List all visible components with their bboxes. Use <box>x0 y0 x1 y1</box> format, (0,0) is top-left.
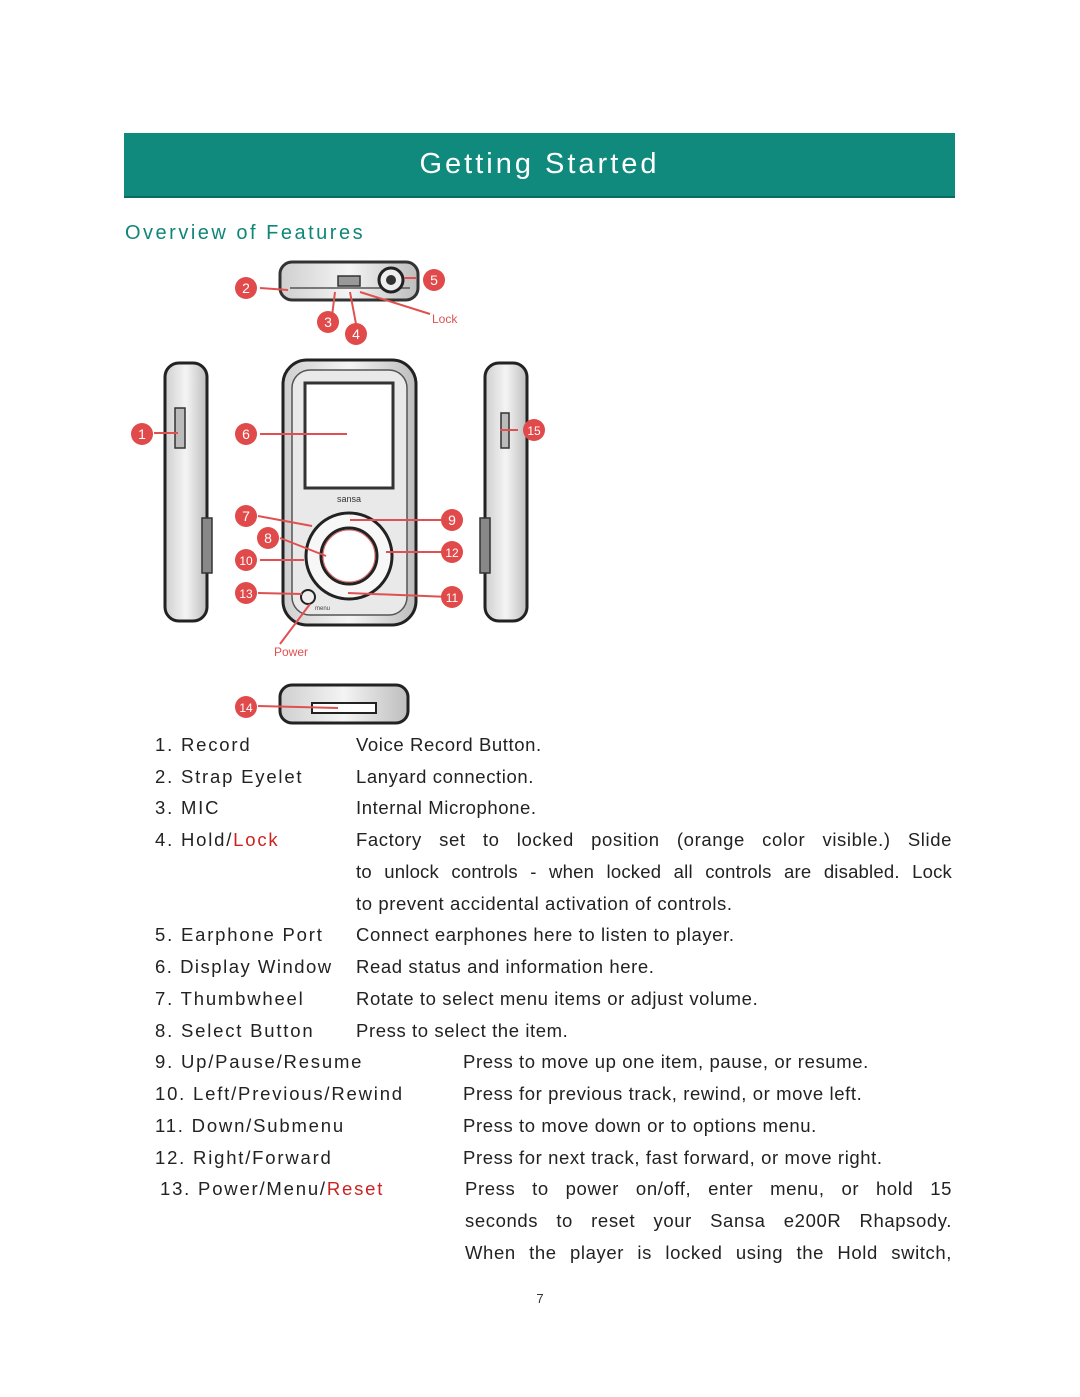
callout-number: 11 <box>446 591 459 605</box>
callout-circle <box>423 269 445 291</box>
feature-desc: Press to move down or to options menu. <box>463 1115 817 1136</box>
callout-circle <box>235 582 257 604</box>
menu-label: menu <box>315 606 330 612</box>
feature-desc-line: to prevent accidental activation of cont… <box>356 893 733 914</box>
feature-term: 4. Hold/Lock <box>155 829 279 851</box>
callout-circle <box>441 541 463 563</box>
feature-desc: Connect earphones here to listen to play… <box>356 924 735 945</box>
device-right-view <box>479 361 529 623</box>
feature-desc-line: Press to power on/off, enter menu, or ho… <box>465 1178 952 1199</box>
callout-number: 10 <box>239 554 253 568</box>
feature-term: 11. Down/Submenu <box>155 1115 345 1136</box>
callout-number: 7 <box>242 508 250 524</box>
callout-circle <box>235 696 257 718</box>
section-heading: Overview of Features <box>125 222 366 244</box>
feature-term: 13. Power/Menu/Reset <box>160 1178 384 1200</box>
feature-term: 5. Earphone Port <box>155 924 324 945</box>
feature-desc: Press for next track, fast forward, or m… <box>463 1147 883 1168</box>
callout-2: 2 <box>235 277 257 299</box>
device-bottom-view <box>278 683 410 725</box>
callout-circle <box>235 549 257 571</box>
power-label: Power <box>274 645 308 659</box>
feature-desc-line: When the player is locked using the Hold… <box>465 1242 952 1263</box>
callout-circle <box>131 423 153 445</box>
callout-circle <box>441 509 463 531</box>
callout-number: 4 <box>352 326 360 342</box>
callout-circle <box>257 527 279 549</box>
brand-label: sansa <box>337 494 361 504</box>
feature-term: 6. Display Window <box>155 956 333 977</box>
feature-desc: Rotate to select menu items or adjust vo… <box>356 988 759 1009</box>
feature-desc: Press to select the item. <box>356 1020 569 1041</box>
feature-desc: Read status and information here. <box>356 956 655 977</box>
device-top-view <box>278 260 420 302</box>
callout-8: 8 <box>257 527 279 549</box>
callout-number: 13 <box>239 587 253 601</box>
feature-term: 7. Thumbwheel <box>155 988 305 1009</box>
feature-desc: Press for previous track, rewind, or mov… <box>463 1083 863 1104</box>
callout-13: 13 <box>235 582 257 604</box>
feature-term: 8. Select Button <box>155 1020 315 1041</box>
callout-1: 1 <box>131 423 153 445</box>
feature-term: 2. Strap Eyelet <box>155 766 304 787</box>
feature-desc: Internal Microphone. <box>356 797 537 818</box>
callout-circle <box>317 311 339 333</box>
callout-7: 7 <box>235 505 257 527</box>
callout-circle <box>441 586 463 608</box>
feature-term: 12. Right/Forward <box>155 1147 333 1168</box>
callout-number: 3 <box>324 314 332 330</box>
callout-4: 4 <box>345 323 367 345</box>
feature-desc-line: to unlock controls - when locked all con… <box>356 861 952 882</box>
callout-number: 8 <box>264 530 272 546</box>
feature-term: 10. Left/Previous/Rewind <box>155 1083 404 1104</box>
callout-number: 2 <box>242 280 250 296</box>
callout-circle <box>235 277 257 299</box>
feature-desc-line: seconds to reset your Sansa e200R Rhapso… <box>465 1210 952 1231</box>
callout-number: 9 <box>448 512 456 528</box>
feature-term: 9. Up/Pause/Resume <box>155 1051 364 1072</box>
callout-11: 11 <box>441 586 463 608</box>
callout-number: 12 <box>445 546 459 560</box>
feature-term-highlight: Lock <box>233 829 280 850</box>
feature-term-prefix: 13. Power/Menu/ <box>160 1178 327 1199</box>
callout-3: 3 <box>317 311 339 333</box>
callout-circle <box>345 323 367 345</box>
feature-term-highlight: Reset <box>326 1178 385 1199</box>
feature-term-prefix: 4. Hold/ <box>155 829 234 850</box>
lock-label: Lock <box>432 312 458 326</box>
feature-desc: Press to move up one item, pause, or res… <box>463 1051 869 1072</box>
feature-desc: Voice Record Button. <box>356 734 542 755</box>
feature-desc-line: Factory set to locked position (orange c… <box>356 829 952 850</box>
callout-circle <box>523 419 545 441</box>
callout-number: 1 <box>138 426 146 442</box>
device-front-view: sansa menu <box>281 358 418 627</box>
title-banner: Getting Started <box>124 133 955 198</box>
callout-number: 14 <box>239 701 253 715</box>
callout-number: 15 <box>527 424 541 438</box>
callout-number: 6 <box>242 426 250 442</box>
callout-5: 5 <box>423 269 445 291</box>
device-left-view <box>163 361 213 623</box>
callout-10: 10 <box>235 549 257 571</box>
feature-term: 3. MIC <box>155 797 221 818</box>
callout-6: 6 <box>235 423 257 445</box>
page-number: 7 <box>536 1291 544 1306</box>
callout-14: 14 <box>235 696 257 718</box>
feature-desc: Lanyard connection. <box>356 766 535 787</box>
callout-9: 9 <box>441 509 463 531</box>
callout-number: 5 <box>430 272 438 288</box>
callout-15: 15 <box>523 419 545 441</box>
callout-circle <box>235 423 257 445</box>
callout-12: 12 <box>441 541 463 563</box>
callout-circle <box>235 505 257 527</box>
callout-lines <box>154 277 518 709</box>
feature-term: 1. Record <box>155 734 252 755</box>
page-title: Getting Started <box>419 148 660 180</box>
